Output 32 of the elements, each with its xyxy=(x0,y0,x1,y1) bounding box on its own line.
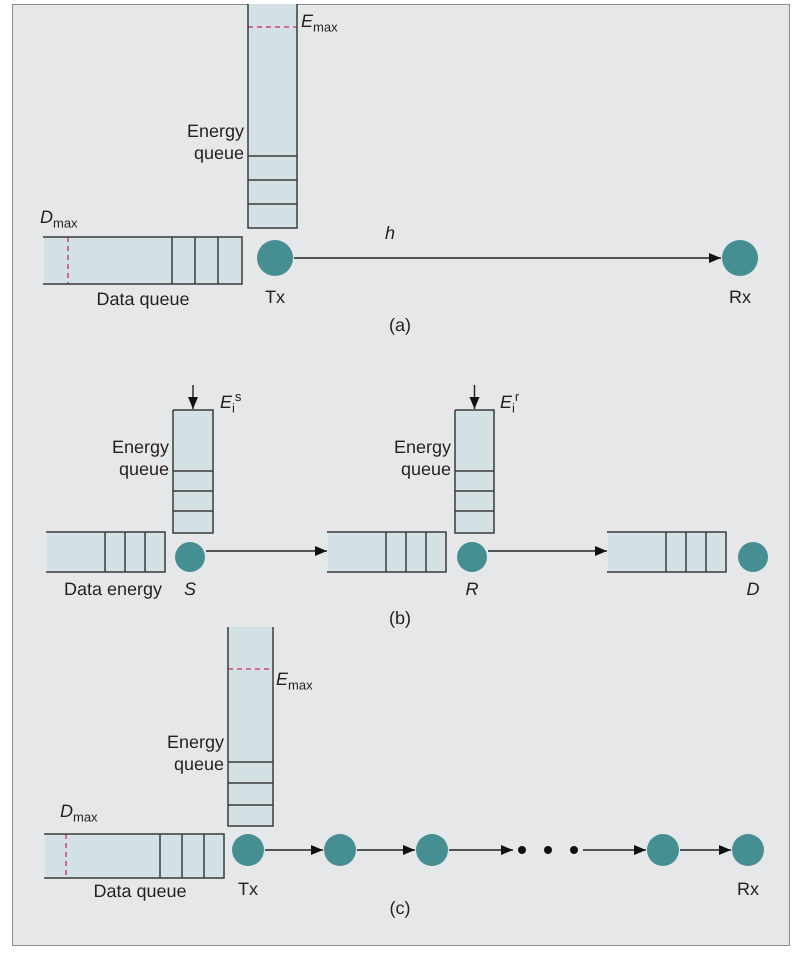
arrow xyxy=(265,845,323,855)
queue-label: Data queue xyxy=(92,880,188,902)
arrow xyxy=(680,845,731,855)
arrow xyxy=(470,385,480,409)
queue-label: Data energy xyxy=(62,578,164,600)
node-label: Rx xyxy=(728,286,752,308)
node-label: Rx xyxy=(736,878,760,900)
panel-label: (c) xyxy=(388,897,412,919)
threshold-label: E$_{max}$ xyxy=(301,10,339,37)
queue-label: Energy queue xyxy=(392,436,451,480)
threshold-label: D$_{max}$ xyxy=(60,800,99,827)
node-label: R xyxy=(464,578,480,600)
arrow xyxy=(449,845,513,855)
arrow xyxy=(206,546,327,556)
edge-label: h xyxy=(385,222,396,244)
queue-label: Energy queue xyxy=(186,120,244,164)
arrow xyxy=(294,253,721,263)
arrow xyxy=(583,845,646,855)
arrow xyxy=(357,845,415,855)
queue-label: Data queue xyxy=(95,288,191,310)
panel-label: (a) xyxy=(388,314,412,336)
node-label: S xyxy=(182,578,197,600)
threshold-label: D$_{max}$ xyxy=(40,206,79,233)
queue-label: Energy queue xyxy=(166,731,224,775)
node-label: Tx xyxy=(264,286,286,308)
panel-label: (b) xyxy=(388,607,412,629)
arrow xyxy=(188,385,198,409)
node-label: Tx xyxy=(237,878,259,900)
queue-label: Energy queue xyxy=(110,436,169,480)
threshold-label: E$_{max}$ xyxy=(276,668,314,695)
arrow xyxy=(488,546,607,556)
node-label: D xyxy=(746,578,760,600)
